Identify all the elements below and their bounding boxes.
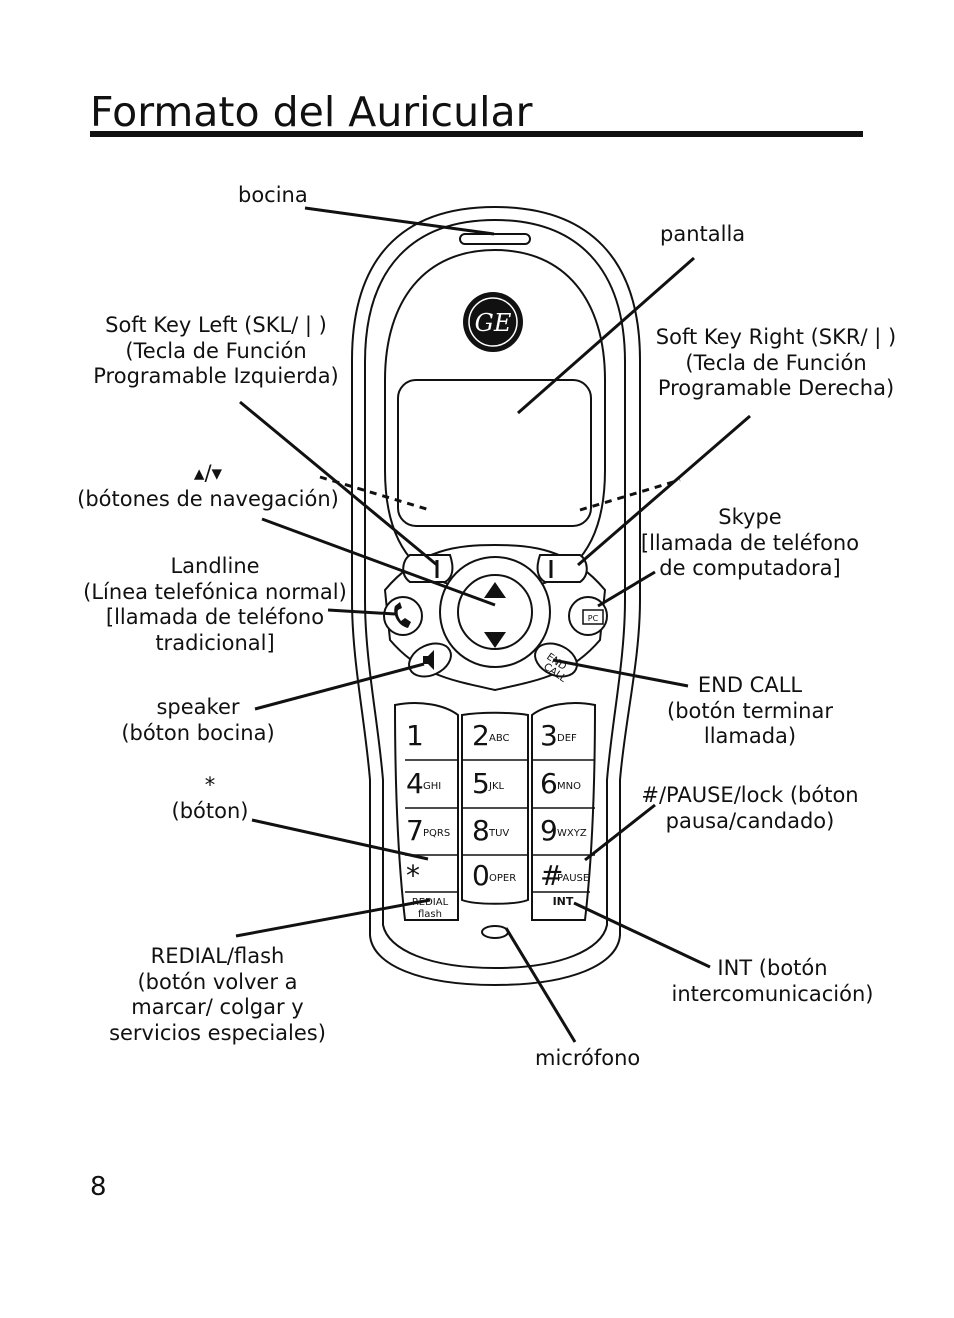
int-key-label: INT	[553, 895, 574, 908]
speaker-button	[408, 642, 452, 678]
leader-bocina	[304, 206, 495, 236]
leader-star	[251, 818, 429, 861]
key-4-letters: GHI	[423, 781, 441, 792]
key-4-digit[interactable]: 4	[406, 767, 424, 800]
key-3-digit[interactable]: 3	[540, 719, 558, 752]
key-0-letters: OPER	[489, 873, 516, 884]
label-pantalla: pantalla	[660, 222, 746, 246]
earpiece-slot	[459, 233, 531, 245]
key-5-letters: JKL	[488, 781, 505, 792]
leader-int	[573, 901, 711, 969]
nav-up-arrow	[484, 582, 506, 598]
leader-landline	[327, 608, 396, 616]
title-rule	[90, 131, 863, 137]
key-6-letters: MNO	[557, 781, 581, 792]
key-2-letters: ABC	[489, 733, 510, 744]
leader-pantalla	[517, 256, 695, 415]
label-bocina: bocina	[238, 183, 308, 207]
redial-key-label: REDIAL	[412, 897, 449, 908]
key-#-digit[interactable]: #	[540, 859, 563, 892]
leader-microfono	[504, 927, 577, 1043]
keypad-left-col	[393, 702, 459, 921]
ge-logo: GE	[463, 292, 523, 352]
keypad-right-col	[531, 702, 597, 921]
end-call-button: END CALL	[534, 642, 578, 685]
leader-speaker	[254, 662, 425, 711]
key-8-digit[interactable]: 8	[472, 814, 490, 847]
page-title: Formato del Auricular	[90, 88, 533, 136]
key-*-digit[interactable]: *	[406, 859, 420, 892]
pc-key-label: PC	[588, 614, 599, 623]
page-number: 8	[90, 1172, 107, 1202]
nav-down-arrow	[484, 632, 506, 648]
key-2-digit[interactable]: 2	[472, 719, 490, 752]
label-microfono: micrófono	[535, 1046, 641, 1070]
key-8-letters: TUV	[488, 828, 509, 839]
key-0-digit[interactable]: 0	[472, 859, 490, 892]
leader-endcall	[552, 658, 689, 688]
key-9-digit[interactable]: 9	[540, 814, 558, 847]
nav-center	[457, 574, 533, 650]
key-5-digit[interactable]: 5	[472, 767, 490, 800]
leader-lines	[235, 206, 751, 1043]
leader-nav	[261, 517, 496, 607]
key-7-digit[interactable]: 7	[406, 814, 424, 847]
label-landline: Landline(Línea telefónica normal)[llamad…	[83, 554, 347, 655]
key-1-digit[interactable]: 1	[406, 719, 424, 752]
key-3-letters: DEF	[557, 733, 577, 744]
label-soft-key-right: Soft Key Right (SKR/ | )(Tecla de Funció…	[655, 325, 897, 400]
leader-redial	[235, 898, 431, 938]
key-9-letters: WXYZ	[557, 828, 587, 839]
microphone-hole	[481, 925, 509, 939]
soft-key-right	[536, 554, 588, 583]
talk-button	[383, 596, 423, 636]
label-star: *(bóton)	[171, 773, 249, 823]
skype-button: PC	[568, 596, 608, 636]
logo-text: GE	[475, 309, 512, 337]
key-7-letters: PQRS	[423, 828, 450, 839]
button-cluster-outline	[383, 543, 607, 692]
dashed-line-right	[579, 478, 681, 512]
leader-skype	[597, 570, 656, 608]
label-soft-key-left: Soft Key Left (SKL/ | )(Tecla de Función…	[93, 313, 339, 388]
leader-pause	[584, 803, 656, 862]
leader-skl	[239, 400, 438, 567]
label-navigation: ▴/▾(bótones de navegación)	[77, 461, 339, 511]
flash-key-label: flash	[418, 909, 442, 920]
display-screen	[397, 379, 592, 527]
label-speaker: speaker(bóton bocina)	[121, 695, 275, 745]
key-6-digit[interactable]: 6	[540, 767, 558, 800]
key-#-letters: PAUSE	[557, 873, 589, 884]
leader-skr	[577, 414, 751, 567]
